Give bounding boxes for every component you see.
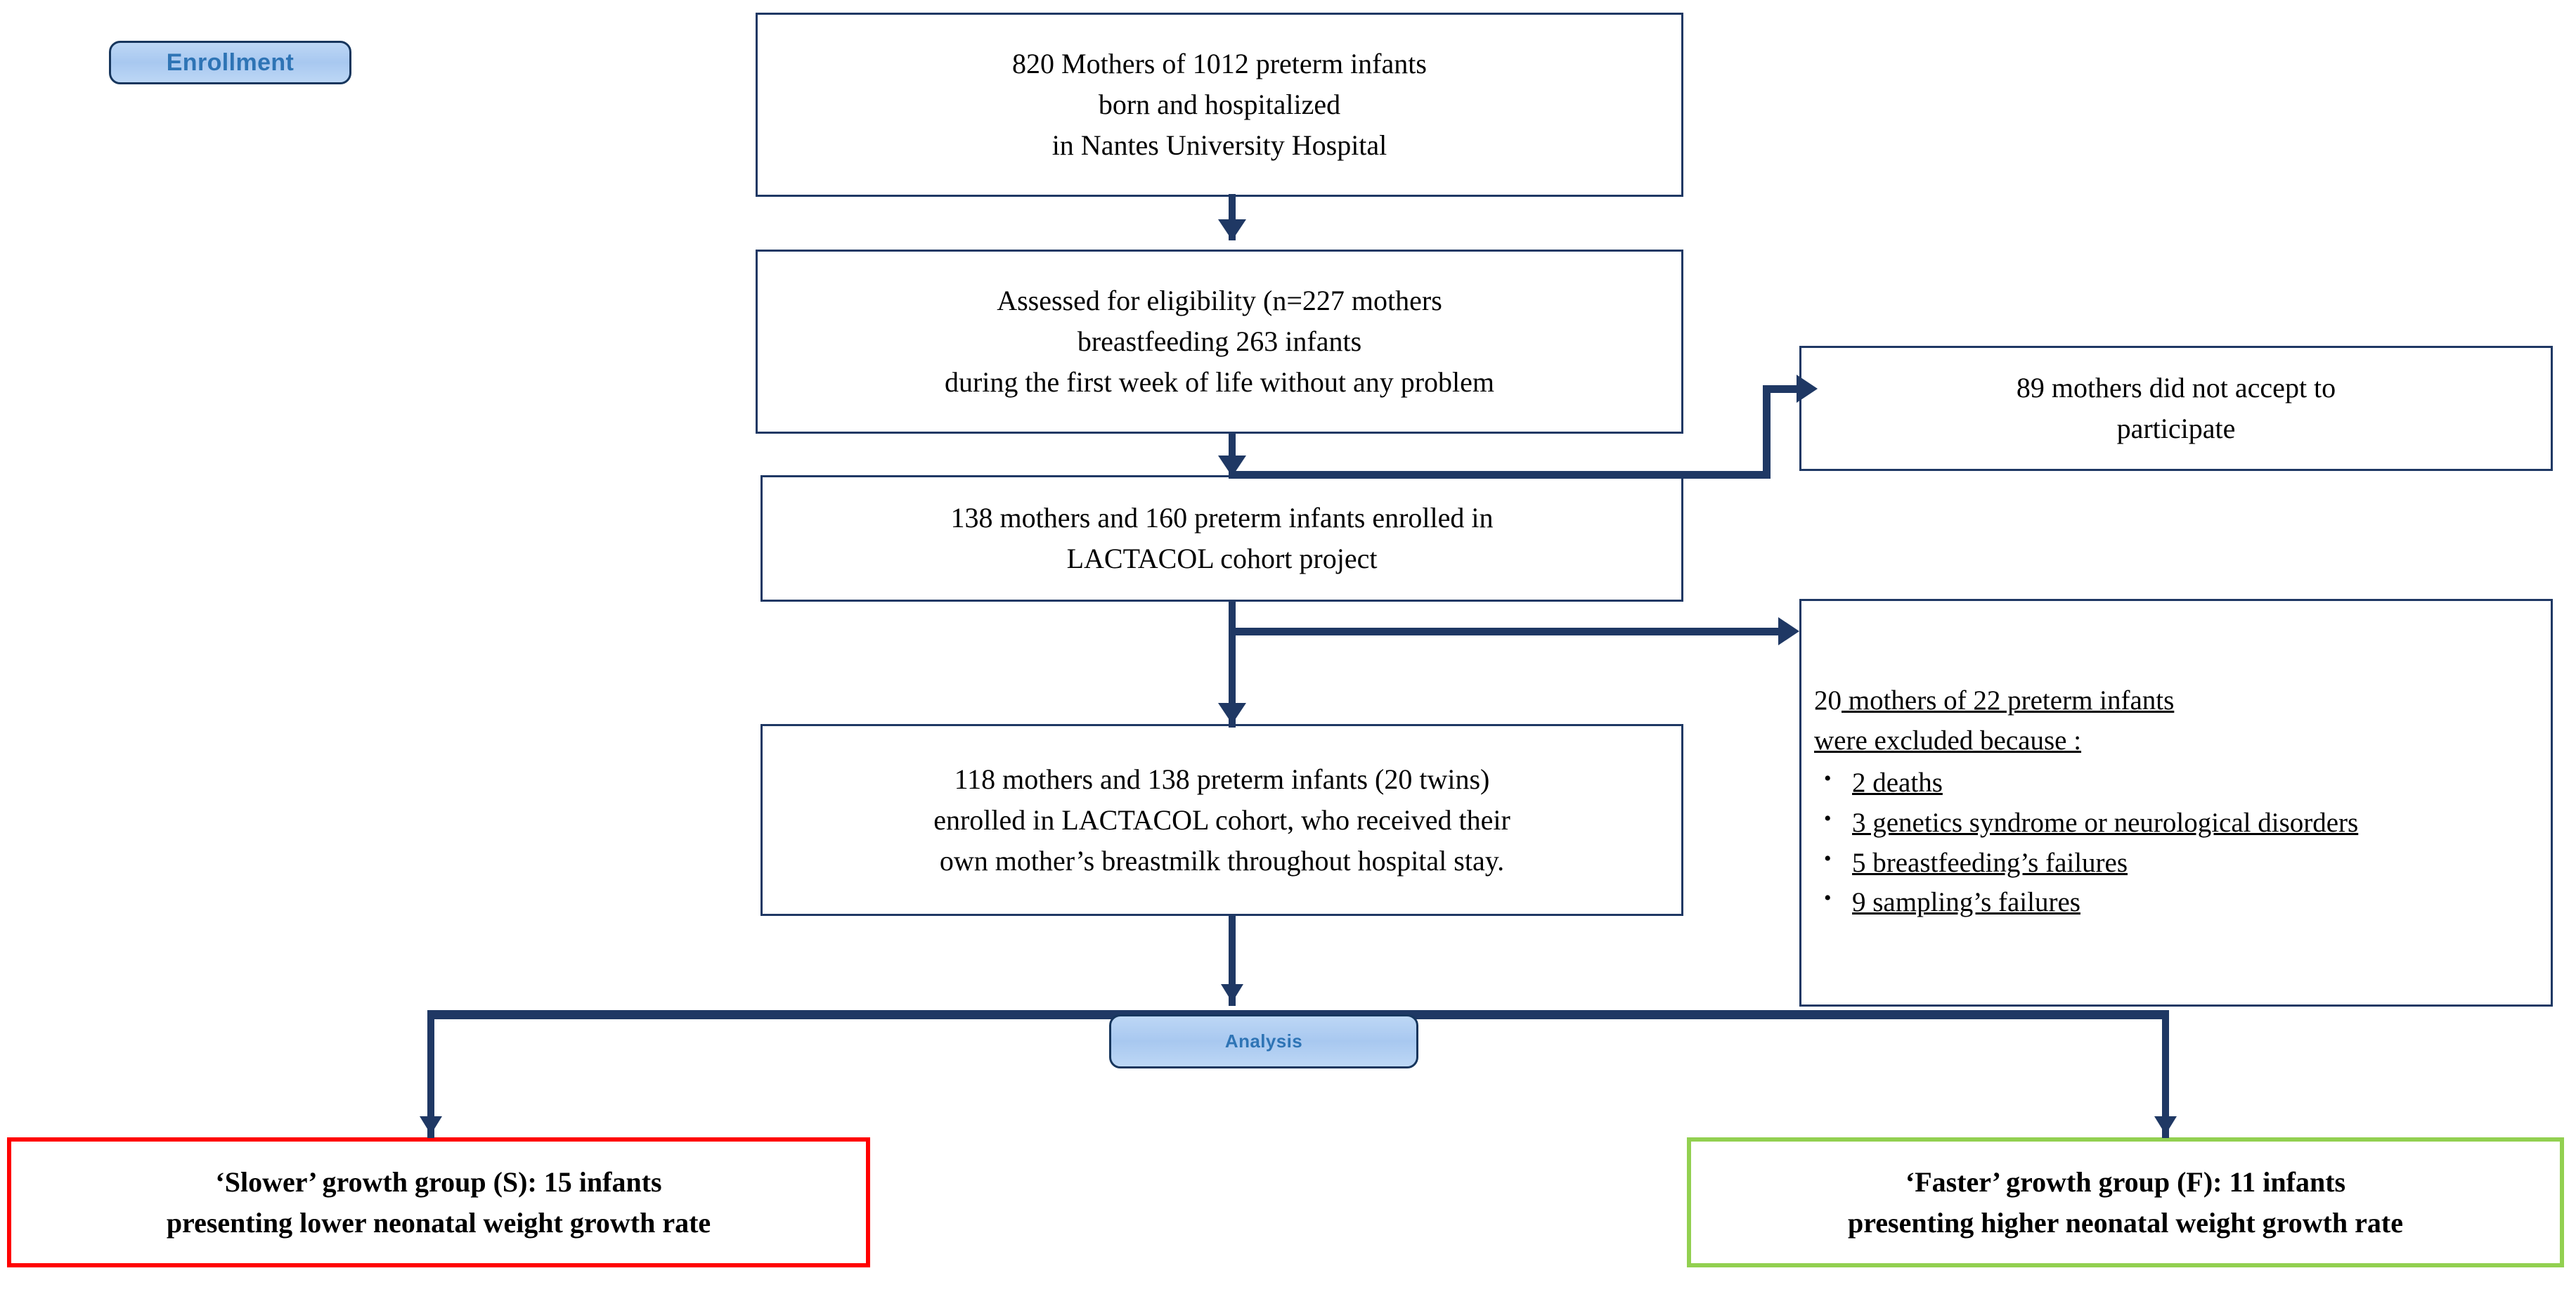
node-source-population: 820 Mothers of 1012 preterm infants born…: [756, 13, 1683, 197]
connector-enrolled-to-final: [1229, 601, 1236, 728]
node-slower-growth-group: ‘Slower’ growth group (S): 15 infants pr…: [7, 1137, 870, 1267]
node-final-cohort-text: 118 mothers and 138 preterm infants (20 …: [933, 763, 1510, 877]
node-source-population-text: 820 Mothers of 1012 preterm infants born…: [1012, 48, 1427, 161]
connector-analysis-to-slower: [427, 1010, 434, 1138]
node-excluded-heading: 20 mothers of 22 preterm infants were ex…: [1814, 681, 2538, 761]
list-item: 9 sampling’s failures: [1824, 884, 2538, 922]
node-faster-growth-group-text: ‘Faster’ growth group (F): 11 infants pr…: [1848, 1165, 2403, 1239]
node-final-cohort: 118 mothers and 138 preterm infants (20 …: [760, 724, 1683, 916]
node-slower-growth-group-text: ‘Slower’ growth group (S): 15 infants pr…: [166, 1165, 711, 1239]
connector-declined-vertical: [1763, 385, 1771, 479]
node-eligibility-text: Assessed for eligibility (n=227 mothers …: [944, 285, 1495, 398]
node-enrolled-cohort: 138 mothers and 160 preterm infants enro…: [760, 475, 1683, 602]
node-excluded-lead-number: 20: [1814, 685, 1842, 716]
list-item: 5 breastfeeding’s failures: [1824, 845, 2538, 882]
node-enrolled-cohort-text: 138 mothers and 160 preterm infants enro…: [950, 502, 1494, 574]
node-declined: 89 mothers did not accept to participate: [1799, 346, 2553, 471]
connector-source-to-eligibility: [1229, 194, 1236, 240]
arrowhead-excluded: [1778, 617, 1799, 645]
connector-declined-horizontal: [1229, 471, 1770, 479]
arrowhead-faster: [2154, 1116, 2177, 1135]
arrowhead-declined: [1797, 375, 1818, 403]
node-excluded: 20 mothers of 22 preterm infants were ex…: [1799, 599, 2553, 1007]
connector-analysis-to-faster: [2162, 1010, 2169, 1138]
node-excluded-lead-line2: were excluded because :: [1814, 725, 2082, 756]
node-faster-growth-group: ‘Faster’ growth group (F): 11 infants pr…: [1687, 1137, 2564, 1267]
node-excluded-reason-list: 2 deaths 3 genetics syndrome or neurolog…: [1814, 765, 2538, 922]
node-eligibility: Assessed for eligibility (n=227 mothers …: [756, 250, 1683, 434]
stage-badge-enrollment-label: Enrollment: [166, 49, 295, 76]
reason-text: 9 sampling’s failures: [1852, 887, 2080, 918]
arrowhead-slower: [420, 1116, 442, 1135]
connector-excluded-horizontal: [1229, 628, 1784, 635]
stage-badge-enrollment[interactable]: Enrollment: [109, 41, 351, 84]
arrowhead-source-to-eligibility: [1218, 219, 1246, 240]
connector-final-to-analysis: [1229, 916, 1236, 1006]
stage-badge-analysis[interactable]: Analysis: [1109, 1014, 1418, 1068]
node-excluded-content: 20 mothers of 22 preterm infants were ex…: [1801, 681, 2551, 924]
arrowhead-final-to-analysis: [1221, 984, 1243, 1002]
node-excluded-lead-rest: mothers of 22 preterm infants: [1842, 685, 2175, 716]
reason-text: 2 deaths: [1852, 768, 1943, 799]
reason-text: 3 genetics syndrome or neurological diso…: [1852, 807, 2359, 838]
list-item: 3 genetics syndrome or neurological diso…: [1824, 805, 2538, 842]
stage-badge-analysis-label: Analysis: [1224, 1031, 1303, 1052]
list-item: 2 deaths: [1824, 765, 2538, 802]
arrowhead-enrolled-to-final: [1218, 703, 1246, 724]
reason-text: 5 breastfeeding’s failures: [1852, 847, 2128, 878]
connector-declined-stub: [1763, 385, 1801, 393]
node-declined-text: 89 mothers did not accept to participate: [2016, 372, 2336, 444]
arrowhead-eligibility-to-enrolled: [1218, 456, 1246, 477]
